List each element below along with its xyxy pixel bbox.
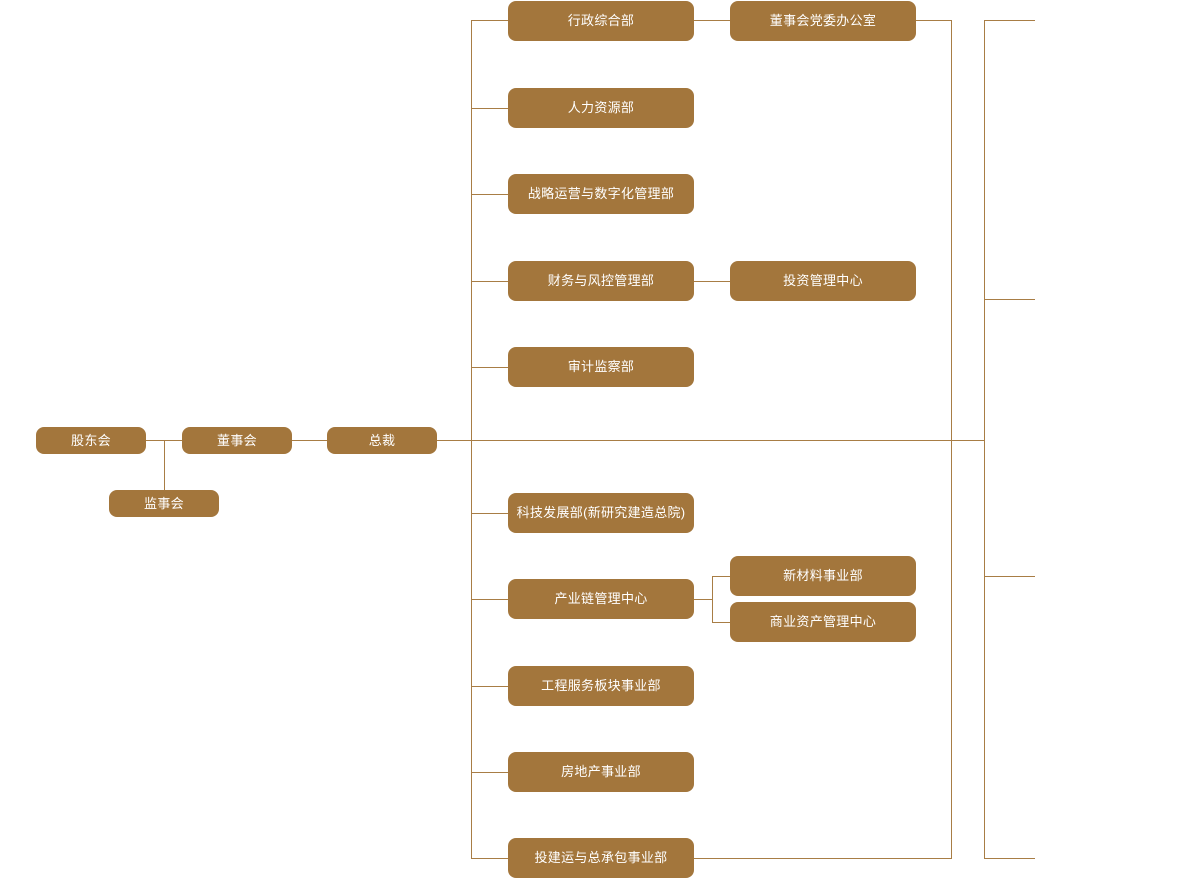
connector-supplychain-out (694, 599, 712, 600)
rail-mid-bottom-stub (694, 858, 952, 859)
connector-supplychain-bracket (712, 576, 713, 623)
node-board[interactable]: 董事会 (182, 427, 292, 454)
rail-right-top-stub (984, 20, 1035, 21)
rail-right (984, 20, 985, 859)
branch-stub-finance (471, 281, 508, 282)
node-president[interactable]: 总裁 (327, 427, 437, 454)
node-shareholders[interactable]: 股东会 (36, 427, 146, 454)
branch-stub-admin (471, 20, 508, 21)
node-supervisors[interactable]: 监事会 (109, 490, 219, 517)
node-new-materials-division[interactable]: 新材料事业部 (730, 556, 916, 596)
connector-finance-to-investment (694, 281, 730, 282)
branch-stub-supplychain (471, 599, 508, 600)
branch-stub-tech (471, 513, 508, 514)
rail-mid-top-stub (916, 20, 952, 21)
branch-stub-engineering (471, 686, 508, 687)
rail-departments (471, 20, 472, 859)
node-new-materials-division-label: 新材料事业部 (783, 568, 863, 584)
connector-supplychain-to-materials (712, 576, 730, 577)
node-commercial-assets-center-label: 商业资产管理中心 (769, 614, 877, 630)
node-commercial-assets-center[interactable]: 商业资产管理中心 (730, 602, 916, 642)
rail-right-lower-stub (984, 576, 1035, 577)
node-investment-center-label: 投资管理中心 (783, 273, 863, 289)
connector-supplychain-to-assets (712, 622, 730, 623)
node-epc-division[interactable]: 投建运与总承包事业部 (508, 838, 694, 878)
node-board-party-office[interactable]: 董事会党委办公室 (730, 1, 916, 41)
node-tech-development-label: 科技发展部(新研究建造总院) (516, 505, 686, 521)
rail-right-mid-stub (984, 299, 1035, 300)
node-strategy-department-label: 战略运营与数字化管理部 (527, 186, 675, 202)
branch-stub-strategy (471, 194, 508, 195)
connector-president-spine (437, 440, 984, 441)
node-tech-development[interactable]: 科技发展部(新研究建造总院) (508, 493, 694, 533)
node-supplychain-center[interactable]: 产业链管理中心 (508, 579, 694, 619)
node-president-label: 总裁 (368, 432, 396, 448)
node-hr-department-label: 人力资源部 (567, 100, 635, 116)
node-hr-department[interactable]: 人力资源部 (508, 88, 694, 128)
node-engineering-division[interactable]: 工程服务板块事业部 (508, 666, 694, 706)
connector-board-to-president (291, 440, 327, 441)
node-supplychain-center-label: 产业链管理中心 (554, 591, 648, 607)
node-shareholders-label: 股东会 (71, 432, 111, 448)
branch-stub-epc (471, 858, 508, 859)
branch-stub-hr (471, 108, 508, 109)
node-supervisors-label: 监事会 (144, 495, 184, 511)
node-audit-department-label: 审计监察部 (567, 359, 635, 375)
node-finance-department[interactable]: 财务与风控管理部 (508, 261, 694, 301)
node-strategy-department[interactable]: 战略运营与数字化管理部 (508, 174, 694, 214)
node-investment-center[interactable]: 投资管理中心 (730, 261, 916, 301)
connector-admin-to-board-office (694, 20, 730, 21)
node-board-label: 董事会 (217, 432, 257, 448)
node-realestate-division[interactable]: 房地产事业部 (508, 752, 694, 792)
node-board-party-office-label: 董事会党委办公室 (769, 13, 877, 29)
connector-supervisors-drop (164, 440, 165, 490)
node-finance-department-label: 财务与风控管理部 (547, 273, 655, 289)
node-realestate-division-label: 房地产事业部 (561, 764, 641, 780)
rail-mid (951, 20, 952, 859)
branch-stub-audit (471, 367, 508, 368)
node-admin-department[interactable]: 行政综合部 (508, 1, 694, 41)
node-admin-department-label: 行政综合部 (567, 13, 635, 29)
node-epc-division-label: 投建运与总承包事业部 (534, 850, 668, 866)
node-audit-department[interactable]: 审计监察部 (508, 347, 694, 387)
node-engineering-division-label: 工程服务板块事业部 (541, 678, 661, 694)
rail-right-bottom-stub (984, 858, 1035, 859)
branch-stub-realestate (471, 772, 508, 773)
